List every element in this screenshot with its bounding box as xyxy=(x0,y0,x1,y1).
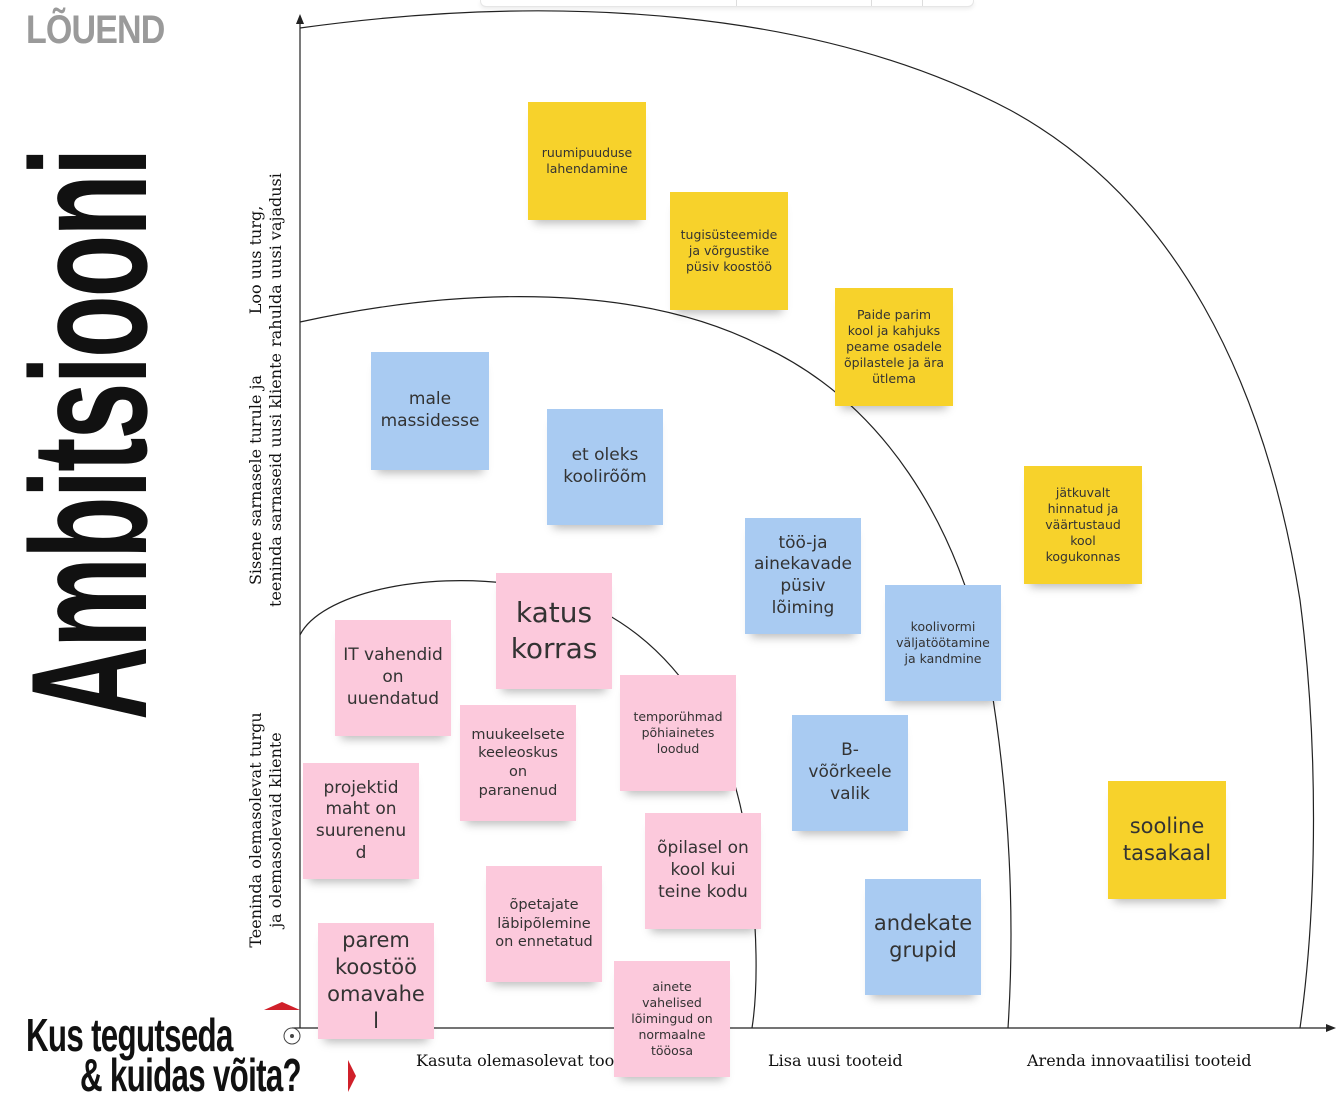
sticky-note[interactable]: B-võõrkeele valik xyxy=(792,715,908,831)
toolbar-divider xyxy=(871,0,872,6)
outer-arc xyxy=(299,10,1315,1029)
origin-dot xyxy=(290,1034,294,1038)
sticky-note-text: andekate grupid xyxy=(873,911,973,962)
sticky-note[interactable]: õpetajate läbipõlemine on ennetatud xyxy=(486,866,602,982)
y-label-line: Teeninda olemasolevat turgu xyxy=(246,712,265,948)
sticky-note[interactable]: andekate grupid xyxy=(865,879,981,995)
sticky-note[interactable]: IT vahendid on uuendatud xyxy=(335,620,451,736)
y-label-line: ja olemasolevaid kliente xyxy=(266,732,285,928)
toolbar-divider xyxy=(736,0,737,6)
ambition-vertical-title: Ambitsiooni xyxy=(0,40,181,720)
sticky-note[interactable]: õpilasel on kool kui teine kodu xyxy=(645,813,761,929)
y-label-line: teeninda sarnaseid uusi kliente xyxy=(266,353,285,607)
y-axis-arrowhead xyxy=(296,14,304,24)
sticky-note-text: IT vahendid on uuendatud xyxy=(343,645,443,709)
sticky-note-text: parem koostöö omavahel xyxy=(327,928,425,1033)
sticky-note[interactable]: ainete vahelised lõimingud on normaalne … xyxy=(614,961,730,1077)
y-label-similar-market: Sisene sarnasele turule ja teeninda sarn… xyxy=(246,320,290,640)
roof-mark-icon xyxy=(264,1002,300,1010)
sticky-note-text: temporühmad põhiainetes loodud xyxy=(633,709,723,756)
sticky-note[interactable]: tugisüsteemide ja võrgustike püsiv koost… xyxy=(670,192,788,310)
x-axis-arrowhead xyxy=(1326,1024,1336,1032)
tagline-arrow-icon xyxy=(348,1060,356,1092)
sticky-note-text: katus korras xyxy=(510,596,598,665)
sticky-note-text: ruumipuuduse lahendamine xyxy=(541,145,633,176)
sticky-note[interactable]: male massidesse xyxy=(371,352,489,470)
sticky-note[interactable]: ruumipuuduse lahendamine xyxy=(528,102,646,220)
toolbar-divider xyxy=(922,0,923,6)
sticky-note-text: projektid maht on suurenenud xyxy=(315,777,407,863)
sticky-note-text: ainete vahelised lõimingud on normaalne … xyxy=(631,979,713,1058)
sticky-note-text: koolivormi väljatöötamine ja kandmine xyxy=(896,619,990,666)
x-label-new-products: Lisa uusi tooteid xyxy=(768,1051,903,1070)
sticky-note[interactable]: töö-ja ainekavade püsiv lõiming xyxy=(745,518,861,634)
sticky-note[interactable]: koolivormi väljatöötamine ja kandmine xyxy=(885,585,1001,701)
sticky-note-text: B-võõrkeele valik xyxy=(808,740,892,804)
sticky-note-text: muukeelsete keeleoskus on paranenud xyxy=(471,726,565,799)
sticky-note-text: õpetajate läbipõlemine on ennetatud xyxy=(495,897,593,951)
sticky-note[interactable]: temporühmad põhiainetes loodud xyxy=(620,675,736,791)
sticky-note[interactable]: projektid maht on suurenenud xyxy=(303,763,419,879)
tagline: Kus tegutseda & kuidas võita? xyxy=(26,1002,366,1101)
sticky-note[interactable]: jätkuvalt hinnatud ja väärtustaud kool k… xyxy=(1024,466,1142,584)
tagline-line-2: & kuidas võita? xyxy=(80,1049,302,1101)
x-label-innovative-products: Arenda innovaatilisi tooteid xyxy=(1027,1051,1252,1070)
sticky-note[interactable]: Paide parim kool ja kahjuks peame osadel… xyxy=(835,288,953,406)
sticky-note[interactable]: et oleks koolirõõm xyxy=(547,409,663,525)
sticky-note-text: et oleks koolirõõm xyxy=(563,445,647,487)
sticky-note-text: Paide parim kool ja kahjuks peame osadel… xyxy=(844,307,944,386)
middle-arc xyxy=(299,296,1012,1029)
sticky-note-text: jätkuvalt hinnatud ja väärtustaud kool k… xyxy=(1045,485,1121,564)
sticky-note[interactable]: parem koostöö omavahel xyxy=(318,923,434,1039)
sticky-note-text: tugisüsteemide ja võrgustike püsiv koost… xyxy=(680,227,778,274)
y-label-line: Sisene sarnasele turule ja xyxy=(246,374,265,586)
sticky-note-text: male massidesse xyxy=(380,389,480,431)
tagline-line-1: Kus tegutseda xyxy=(26,1009,233,1061)
sticky-note[interactable]: katus korras xyxy=(496,573,612,689)
y-label-existing-market: Teeninda olemasolevat turgu ja olemasole… xyxy=(246,670,290,990)
x-label-existing-products: Kasuta olemasolevat tooteid xyxy=(416,1051,646,1070)
ambition-title-text: Ambitsiooni xyxy=(0,149,181,720)
inner-arc xyxy=(299,580,757,1029)
sticky-note[interactable]: sooline tasakaal xyxy=(1108,781,1226,899)
sticky-note-text: sooline tasakaal xyxy=(1122,814,1212,865)
sticky-note-text: töö-ja ainekavade püsiv lõiming xyxy=(753,532,853,618)
sticky-note-text: õpilasel on kool kui teine kodu xyxy=(657,838,749,902)
sticky-note[interactable]: muukeelsete keeleoskus on paranenud xyxy=(460,705,576,821)
